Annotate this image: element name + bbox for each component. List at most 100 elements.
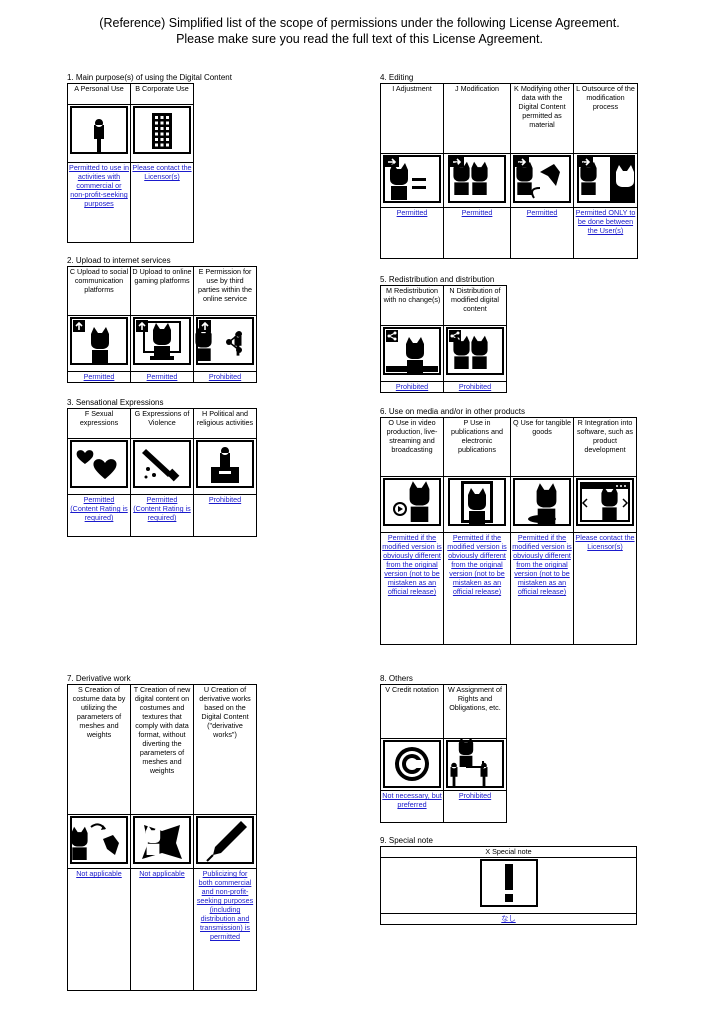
assignment-icon <box>445 739 505 789</box>
result-publication: Permitted if the modified version is obv… <box>447 533 507 597</box>
section-editing: 4. Editing I Adjustment J Modification K… <box>380 73 638 259</box>
result-outsource: Permitted ONLY to be done between the Us… <box>575 208 636 236</box>
permission-table: S Creation of costume data by utilizing … <box>67 684 257 991</box>
permission-table: V Credit notation W Assignment of Rights… <box>380 684 507 823</box>
section-title: 1. Main purpose(s) of using the Digital … <box>67 73 232 82</box>
col-label-costume-data: S Creation of costume data by utilizing … <box>67 684 131 815</box>
result-upload-gaming: Permitted <box>146 372 178 382</box>
costume-transfer-icon <box>69 815 129 865</box>
col-label-sexual: F Sexual expressions <box>67 408 131 439</box>
gaming-platform-icon <box>132 316 192 366</box>
upload-social-icon <box>69 316 129 366</box>
section-special-note: 9. Special note X Special note なし <box>380 836 637 925</box>
header-line-1: (Reference) Simplified list of the scope… <box>99 16 620 30</box>
section-media-products: 6. Use on media and/or in other products… <box>380 407 637 645</box>
permission-table: C Upload to social communication platfor… <box>67 266 257 383</box>
material-icon <box>512 154 572 204</box>
figure-goods-icon <box>512 477 572 527</box>
redistribute-icon <box>382 326 442 376</box>
result-assignment: Prohibited <box>458 791 492 801</box>
col-label-adjustment: I Adjustment <box>380 83 444 154</box>
section-derivative-work: 7. Derivative work S Creation of costume… <box>67 674 257 991</box>
result-video: Permitted if the modified version is obv… <box>382 533 442 597</box>
video-icon <box>382 477 442 527</box>
section-title: 2. Upload to internet services <box>67 256 171 265</box>
col-label-assignment: W Assignment of Rights and Obligations, … <box>443 684 507 739</box>
result-violence: Permitted (Content Rating is required) <box>133 495 191 523</box>
col-label-tangible-goods: Q Use for tangible goods <box>510 417 574 477</box>
permission-table: A Personal Use B Corporate Use Permitted… <box>67 83 194 243</box>
col-label-publication: P Use in publications and electronic pub… <box>443 417 511 477</box>
section-title: 8. Others <box>380 674 413 683</box>
building-icon <box>132 105 192 155</box>
result-special-note: なし <box>501 914 516 924</box>
col-label-violence: G Expressions of Violence <box>130 408 194 439</box>
section-upload-internet: 2. Upload to internet services C Upload … <box>67 256 257 383</box>
permission-table: I Adjustment J Modification K Modifying … <box>380 83 638 259</box>
knife-icon <box>132 439 192 489</box>
col-label-personal-use: A Personal Use <box>67 83 131 105</box>
page-header: (Reference) Simplified list of the scope… <box>0 15 719 47</box>
result-material: Permitted <box>526 208 558 218</box>
col-label-derivative-works: U Creation of derivative works based on … <box>193 684 257 815</box>
result-adjustment: Permitted <box>396 208 428 218</box>
col-label-software: R Integration into software, such as pro… <box>573 417 637 477</box>
header-line-2: Please make sure you read the full text … <box>176 32 543 46</box>
section-title: 6. Use on media and/or in other products <box>380 407 525 416</box>
col-label-corporate-use: B Corporate Use <box>130 83 194 105</box>
col-label-video: O Use in video production, live-streamin… <box>380 417 444 477</box>
section-title: 9. Special note <box>380 836 433 845</box>
result-credit: Not necessary, but preferred <box>382 791 442 810</box>
person-icon <box>69 105 129 155</box>
col-label-upload-gaming: D Upload to online gaming platforms <box>130 266 194 316</box>
publication-icon <box>447 477 507 527</box>
section-redistribution: 5. Redistribution and distribution M Red… <box>380 275 507 393</box>
result-modification: Permitted <box>461 208 493 218</box>
section-title: 3. Sensational Expressions <box>67 398 164 407</box>
col-label-new-content: T Creation of new digital content on cos… <box>130 684 194 815</box>
result-software: Please contact the Licensor(s) <box>575 533 635 552</box>
share-third-party-icon <box>195 316 255 366</box>
result-upload-social: Permitted <box>83 372 115 382</box>
modify-icon <box>447 154 507 204</box>
permission-table: O Use in video production, live-streamin… <box>380 417 637 645</box>
section-others: 8. Others V Credit notation W Assignment… <box>380 674 507 823</box>
col-label-material: K Modifying other data with the Digital … <box>510 83 574 154</box>
result-tangible-goods: Permitted if the modified version is obv… <box>512 533 572 597</box>
podium-icon <box>195 439 255 489</box>
outsource-icon <box>575 154 636 204</box>
software-window-icon <box>575 477 635 527</box>
col-label-modification: J Modification <box>443 83 511 154</box>
result-costume-data: Not applicable <box>76 869 122 879</box>
result-political: Prohibited <box>208 495 242 505</box>
col-label-third-party: E Permission for use by third parties wi… <box>193 266 257 316</box>
copyright-icon <box>382 739 442 789</box>
col-label-distribution-modified: N Distribution of modified digital conte… <box>443 285 507 326</box>
fabric-icon <box>132 815 192 865</box>
result-sexual: Permitted (Content Rating is required) <box>70 495 128 523</box>
adjust-icon <box>382 154 442 204</box>
result-derivative-works: Publicizing for both commercial and non-… <box>196 869 254 942</box>
section-title: 7. Derivative work <box>67 674 131 683</box>
col-label-upload-social: C Upload to social communication platfor… <box>67 266 131 316</box>
result-corporate-use: Please contact the Licensor(s) <box>132 163 192 182</box>
section-main-purpose: 1. Main purpose(s) of using the Digital … <box>67 73 232 243</box>
pen-icon <box>195 815 255 865</box>
section-sensational: 3. Sensational Expressions F Sexual expr… <box>67 398 257 537</box>
col-label-special-note: X Special note <box>380 846 637 858</box>
hearts-icon <box>69 439 129 489</box>
result-personal-use: Permitted to use in activities with comm… <box>69 163 129 209</box>
col-label-credit: V Credit notation <box>380 684 444 739</box>
col-label-redistribution: M Redistribution with no change(s) <box>380 285 444 326</box>
result-third-party: Prohibited <box>208 372 242 382</box>
section-title: 4. Editing <box>380 73 414 82</box>
exclamation-icon <box>478 858 539 908</box>
permission-table: M Redistribution with no change(s) N Dis… <box>380 285 507 393</box>
result-new-content: Not applicable <box>139 869 185 879</box>
result-redistribution: Prohibited <box>395 382 429 392</box>
section-title: 5. Redistribution and distribution <box>380 275 495 284</box>
col-label-political: H Political and religious activities <box>193 408 257 439</box>
permission-table: X Special note なし <box>380 846 637 925</box>
distribute-modified-icon <box>445 326 505 376</box>
col-label-outsource: L Outsource of the modification process <box>573 83 638 154</box>
